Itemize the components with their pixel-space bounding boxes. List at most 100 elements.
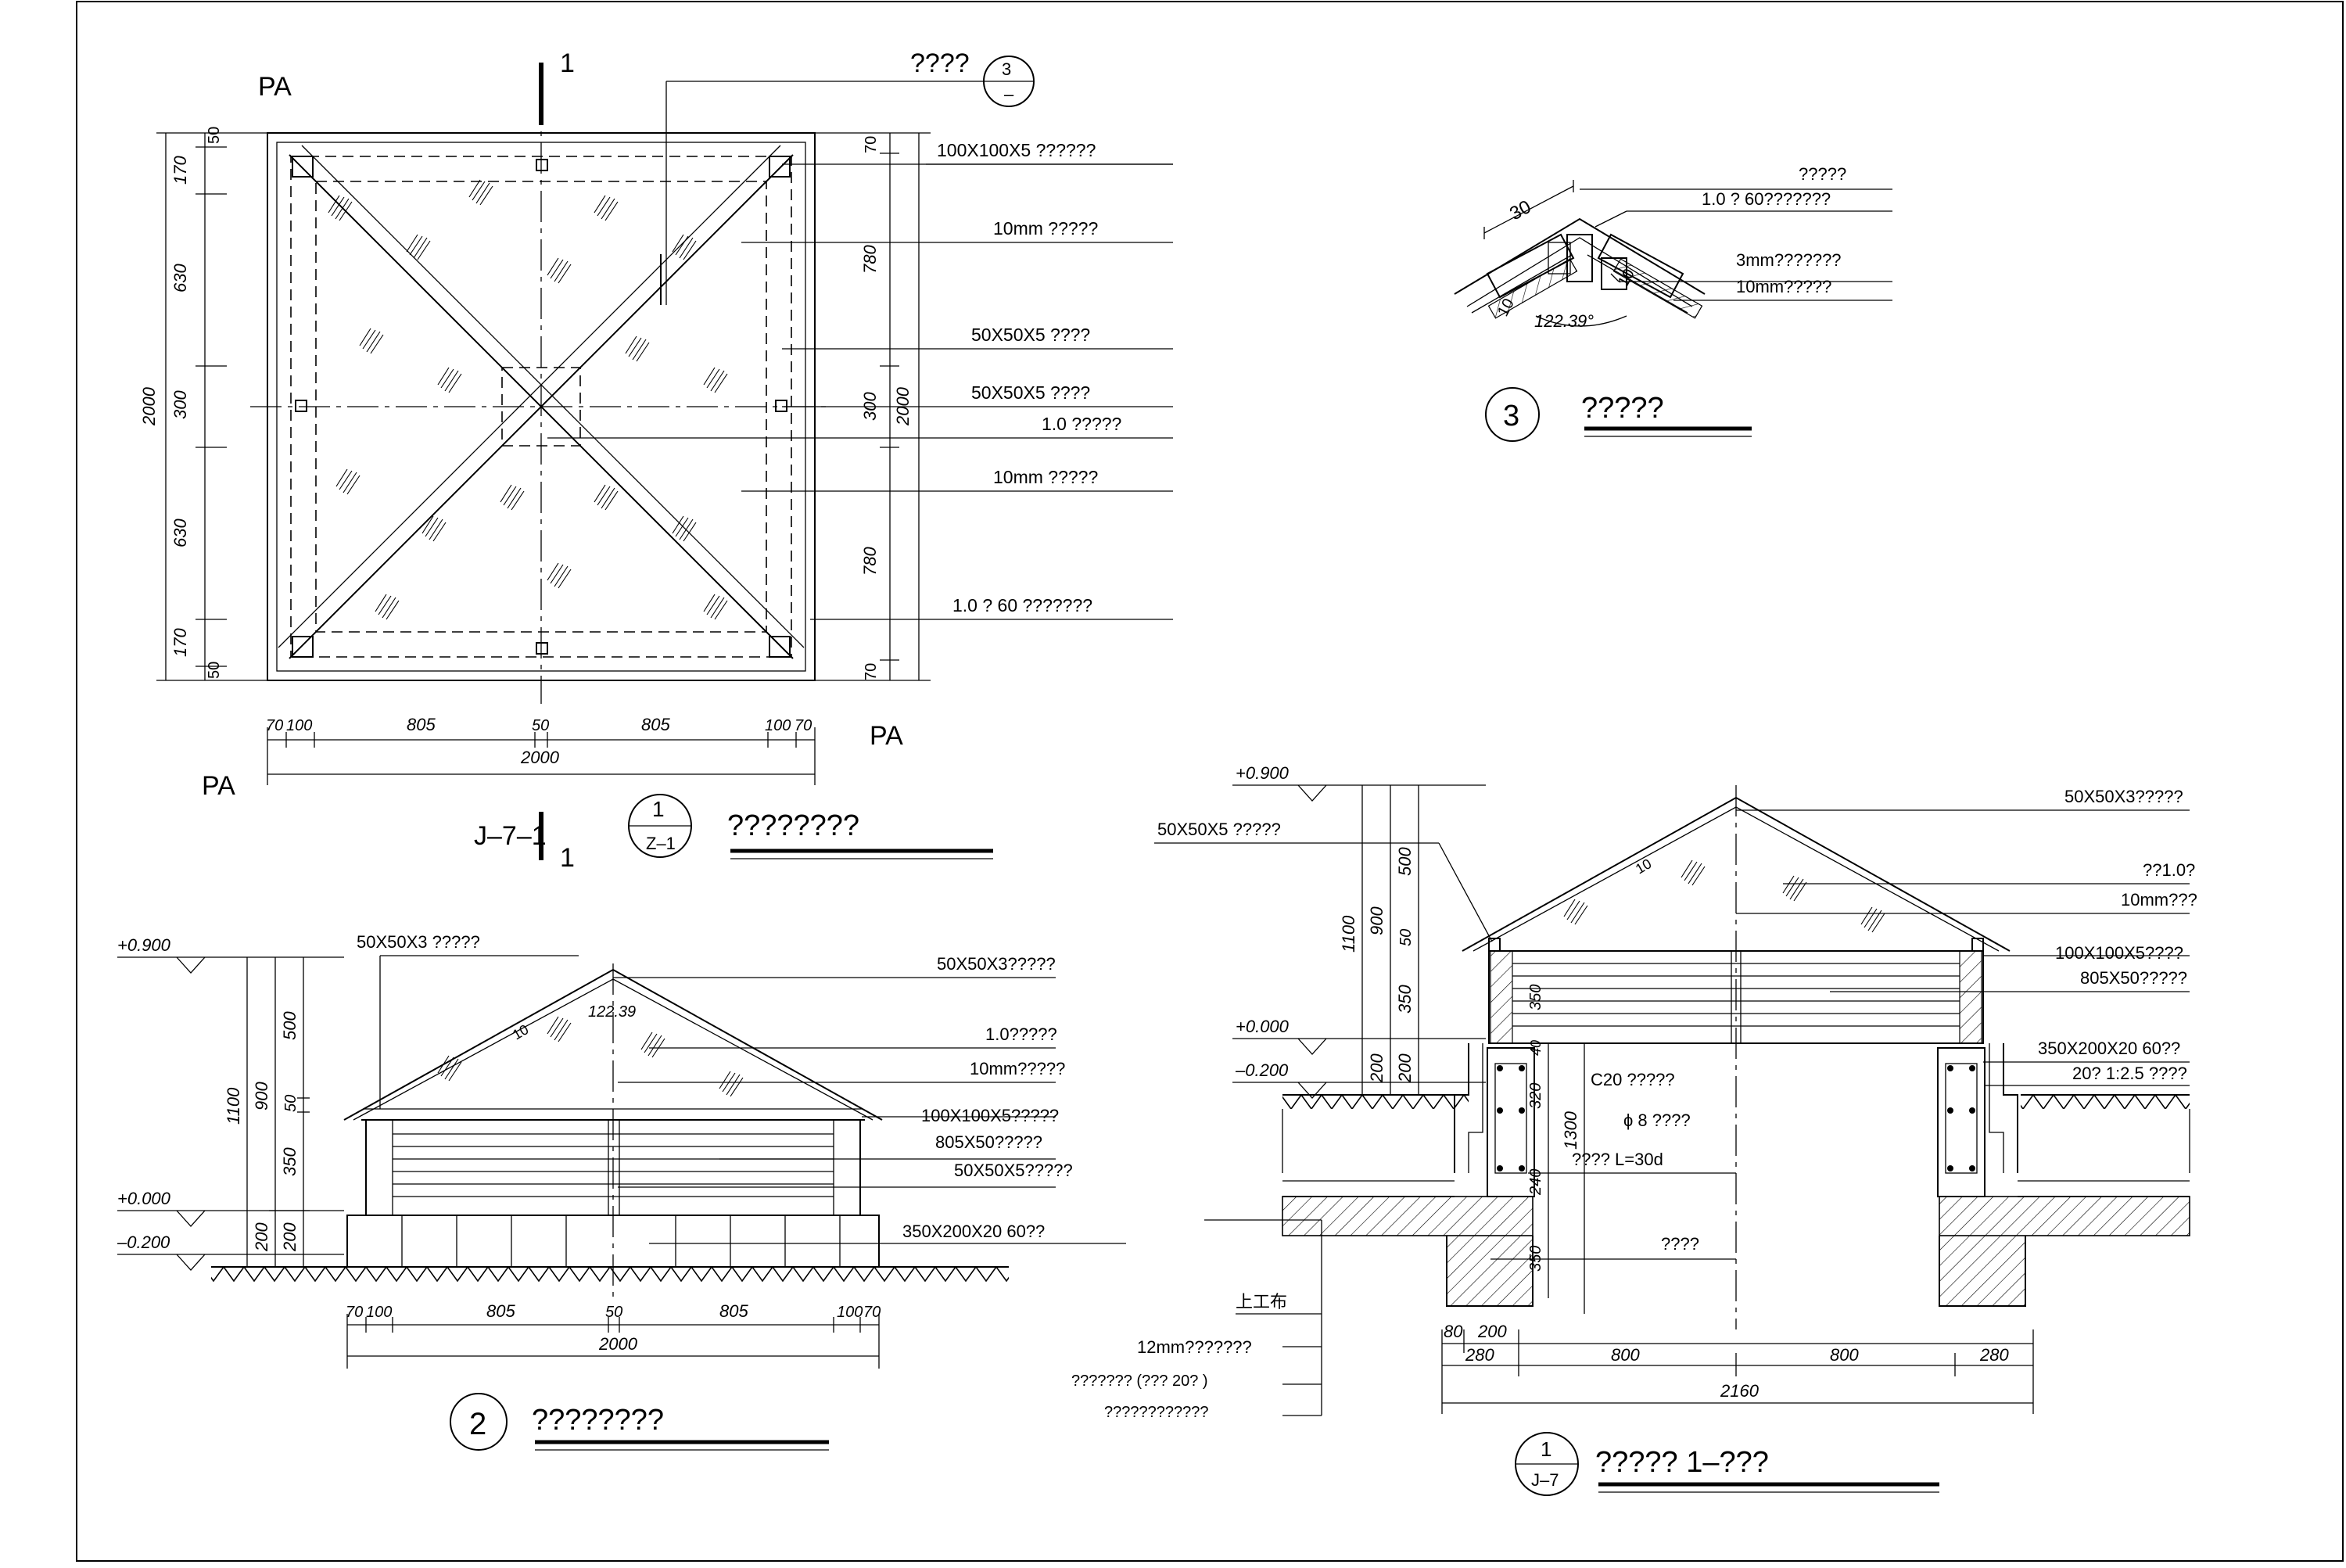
dim-label: 500 (1395, 847, 1415, 876)
annotation-text: 100X100X5???? (2055, 943, 2183, 963)
annotation-text: 805X50????? (2080, 968, 2187, 988)
annotation-text: 10mm????? (1736, 277, 1831, 296)
dim-label: 320 (1527, 1083, 1544, 1109)
detail-ref-number: 3 (1002, 59, 1011, 79)
dim-label: 805 (486, 1301, 515, 1321)
sheet-reference: J–7–1 (474, 821, 547, 851)
annotation-text: 20? 1:2.5 ???? (2072, 1064, 2187, 1083)
dim-label: 50 (532, 717, 549, 734)
annotation-text: 10mm????? (970, 1059, 1065, 1078)
title-bubble (1485, 387, 1540, 442)
dim-label: 50 (605, 1304, 622, 1321)
dim-total-label: 2000 (520, 748, 560, 767)
annotation-text: 100X100X5????? (921, 1106, 1059, 1125)
dim-label: 200 (1477, 1322, 1507, 1341)
annotation-text: 805X50????? (935, 1132, 1042, 1152)
level-label: +0.000 (1236, 1017, 1290, 1036)
dim-label: 900 (1367, 906, 1386, 935)
annotation-text: ????? (1799, 164, 1846, 184)
level-label: +0.900 (1236, 763, 1290, 783)
section-mark-label: 1 (560, 843, 575, 873)
view-title: ????? (1581, 392, 1664, 425)
plan-view: 1 1 PA PA PA 3 – ???? (139, 48, 1173, 873)
annotation-text: 10mm??? (2121, 890, 2197, 910)
dim-label: 900 (252, 1082, 271, 1111)
dim-label: 200 (1367, 1053, 1386, 1083)
dim-label: 800 (1611, 1345, 1640, 1365)
dim-label: 300 (170, 390, 190, 419)
dim-label: 200 (280, 1222, 300, 1252)
title-number: 1 (1541, 1437, 1551, 1461)
ground-hatch (211, 1267, 1009, 1283)
pa-label: PA (870, 721, 903, 751)
dim-label: 805 (719, 1301, 748, 1321)
post-icon (292, 636, 314, 658)
dim-label: 50 (282, 1095, 300, 1112)
view-title: ????? 1–??? (1595, 1446, 1769, 1479)
dim-label: 70 (863, 136, 880, 153)
annotation-text: 50X50X5????? (954, 1161, 1073, 1180)
dim-label: 350 (1395, 985, 1415, 1014)
dim-label: 50 (206, 127, 223, 144)
dim-label: 280 (1465, 1345, 1494, 1365)
level-label: +0.900 (117, 935, 171, 955)
dim-label: 350 (280, 1147, 300, 1176)
dim-label: 50 (206, 662, 223, 679)
annotation-text: 50X50X3????? (937, 954, 1056, 974)
dim-label: 350 (1527, 985, 1544, 1010)
annotation-text: ϕ 8 ???? (1623, 1111, 1691, 1130)
dim-label: 300 (860, 392, 880, 421)
dim-label: 805 (641, 715, 670, 734)
annotation-text: 1.0 ? 60 ??????? (952, 595, 1092, 615)
dim-label: 70 (863, 663, 880, 680)
dim-label: 170 (170, 628, 190, 657)
annotation-text: 50X50X5 ???? (971, 325, 1090, 345)
dim-label: 280 (1979, 1345, 2009, 1365)
annotation-text: 上工布 (1236, 1292, 1287, 1311)
dim-label: 100 (837, 1304, 863, 1321)
annotation-text: 3mm??????? (1736, 250, 1842, 270)
dim-label: 780 (860, 547, 880, 576)
view-title: ???????? (532, 1404, 664, 1437)
section-mark-label: 1 (560, 48, 575, 78)
dim-label: 800 (1830, 1345, 1859, 1365)
annotation-text: ???????????? (1104, 1404, 1208, 1421)
railing-body (1488, 950, 1984, 1044)
dim-label: 70 (266, 717, 283, 734)
annotation-text: 12mm??????? (1137, 1337, 1252, 1357)
level-label: –0.200 (1235, 1060, 1289, 1080)
dim-label: 780 (860, 245, 880, 274)
annotation-text: 50X50X3????? (2064, 787, 2183, 806)
level-label: –0.200 (117, 1233, 170, 1252)
dim-label: 40 (1528, 1040, 1544, 1056)
annotation-text: 10mm ????? (993, 218, 1098, 239)
post-icon (769, 636, 791, 658)
annotation-text: 1.0 ????? (1042, 414, 1121, 434)
dim-label: 100 (286, 717, 312, 734)
title-sheet: J–7 (1531, 1470, 1559, 1490)
annotation-text: ??????? (??? 20? ) (1071, 1372, 1208, 1390)
dim-label: 350 (1527, 1246, 1544, 1272)
sheet-border (76, 1, 2344, 1562)
angle-label: 122.39 (588, 1003, 636, 1021)
annotation-text: 1.0????? (985, 1024, 1057, 1044)
dim-total-label: 2000 (139, 386, 159, 426)
annotation-text: 350X200X20 60?? (902, 1222, 1045, 1241)
dim-label: 630 (170, 264, 190, 292)
annotation-text: ??1.0? (2143, 860, 2195, 880)
title-number: 1 (652, 797, 665, 821)
glass-hatch (328, 179, 728, 620)
dim-label: 70 (863, 1304, 881, 1321)
view-title: ???????? (727, 809, 859, 842)
elevation-view: +0.900 +0.000 –0.200 1100 900 500 50 350… (117, 932, 1126, 1451)
annotation-text: 1.0 ? 60??????? (1702, 189, 1831, 209)
title-sheet: Z–1 (646, 834, 676, 853)
detail-callout-text: ???? (910, 48, 970, 78)
dim-label: 200 (252, 1222, 271, 1252)
annotation-text: ???? L=30d (1572, 1150, 1663, 1169)
dim-label: 170 (170, 156, 190, 185)
title-bubble (450, 1393, 508, 1451)
dim-total-label: 1100 (1339, 915, 1358, 953)
